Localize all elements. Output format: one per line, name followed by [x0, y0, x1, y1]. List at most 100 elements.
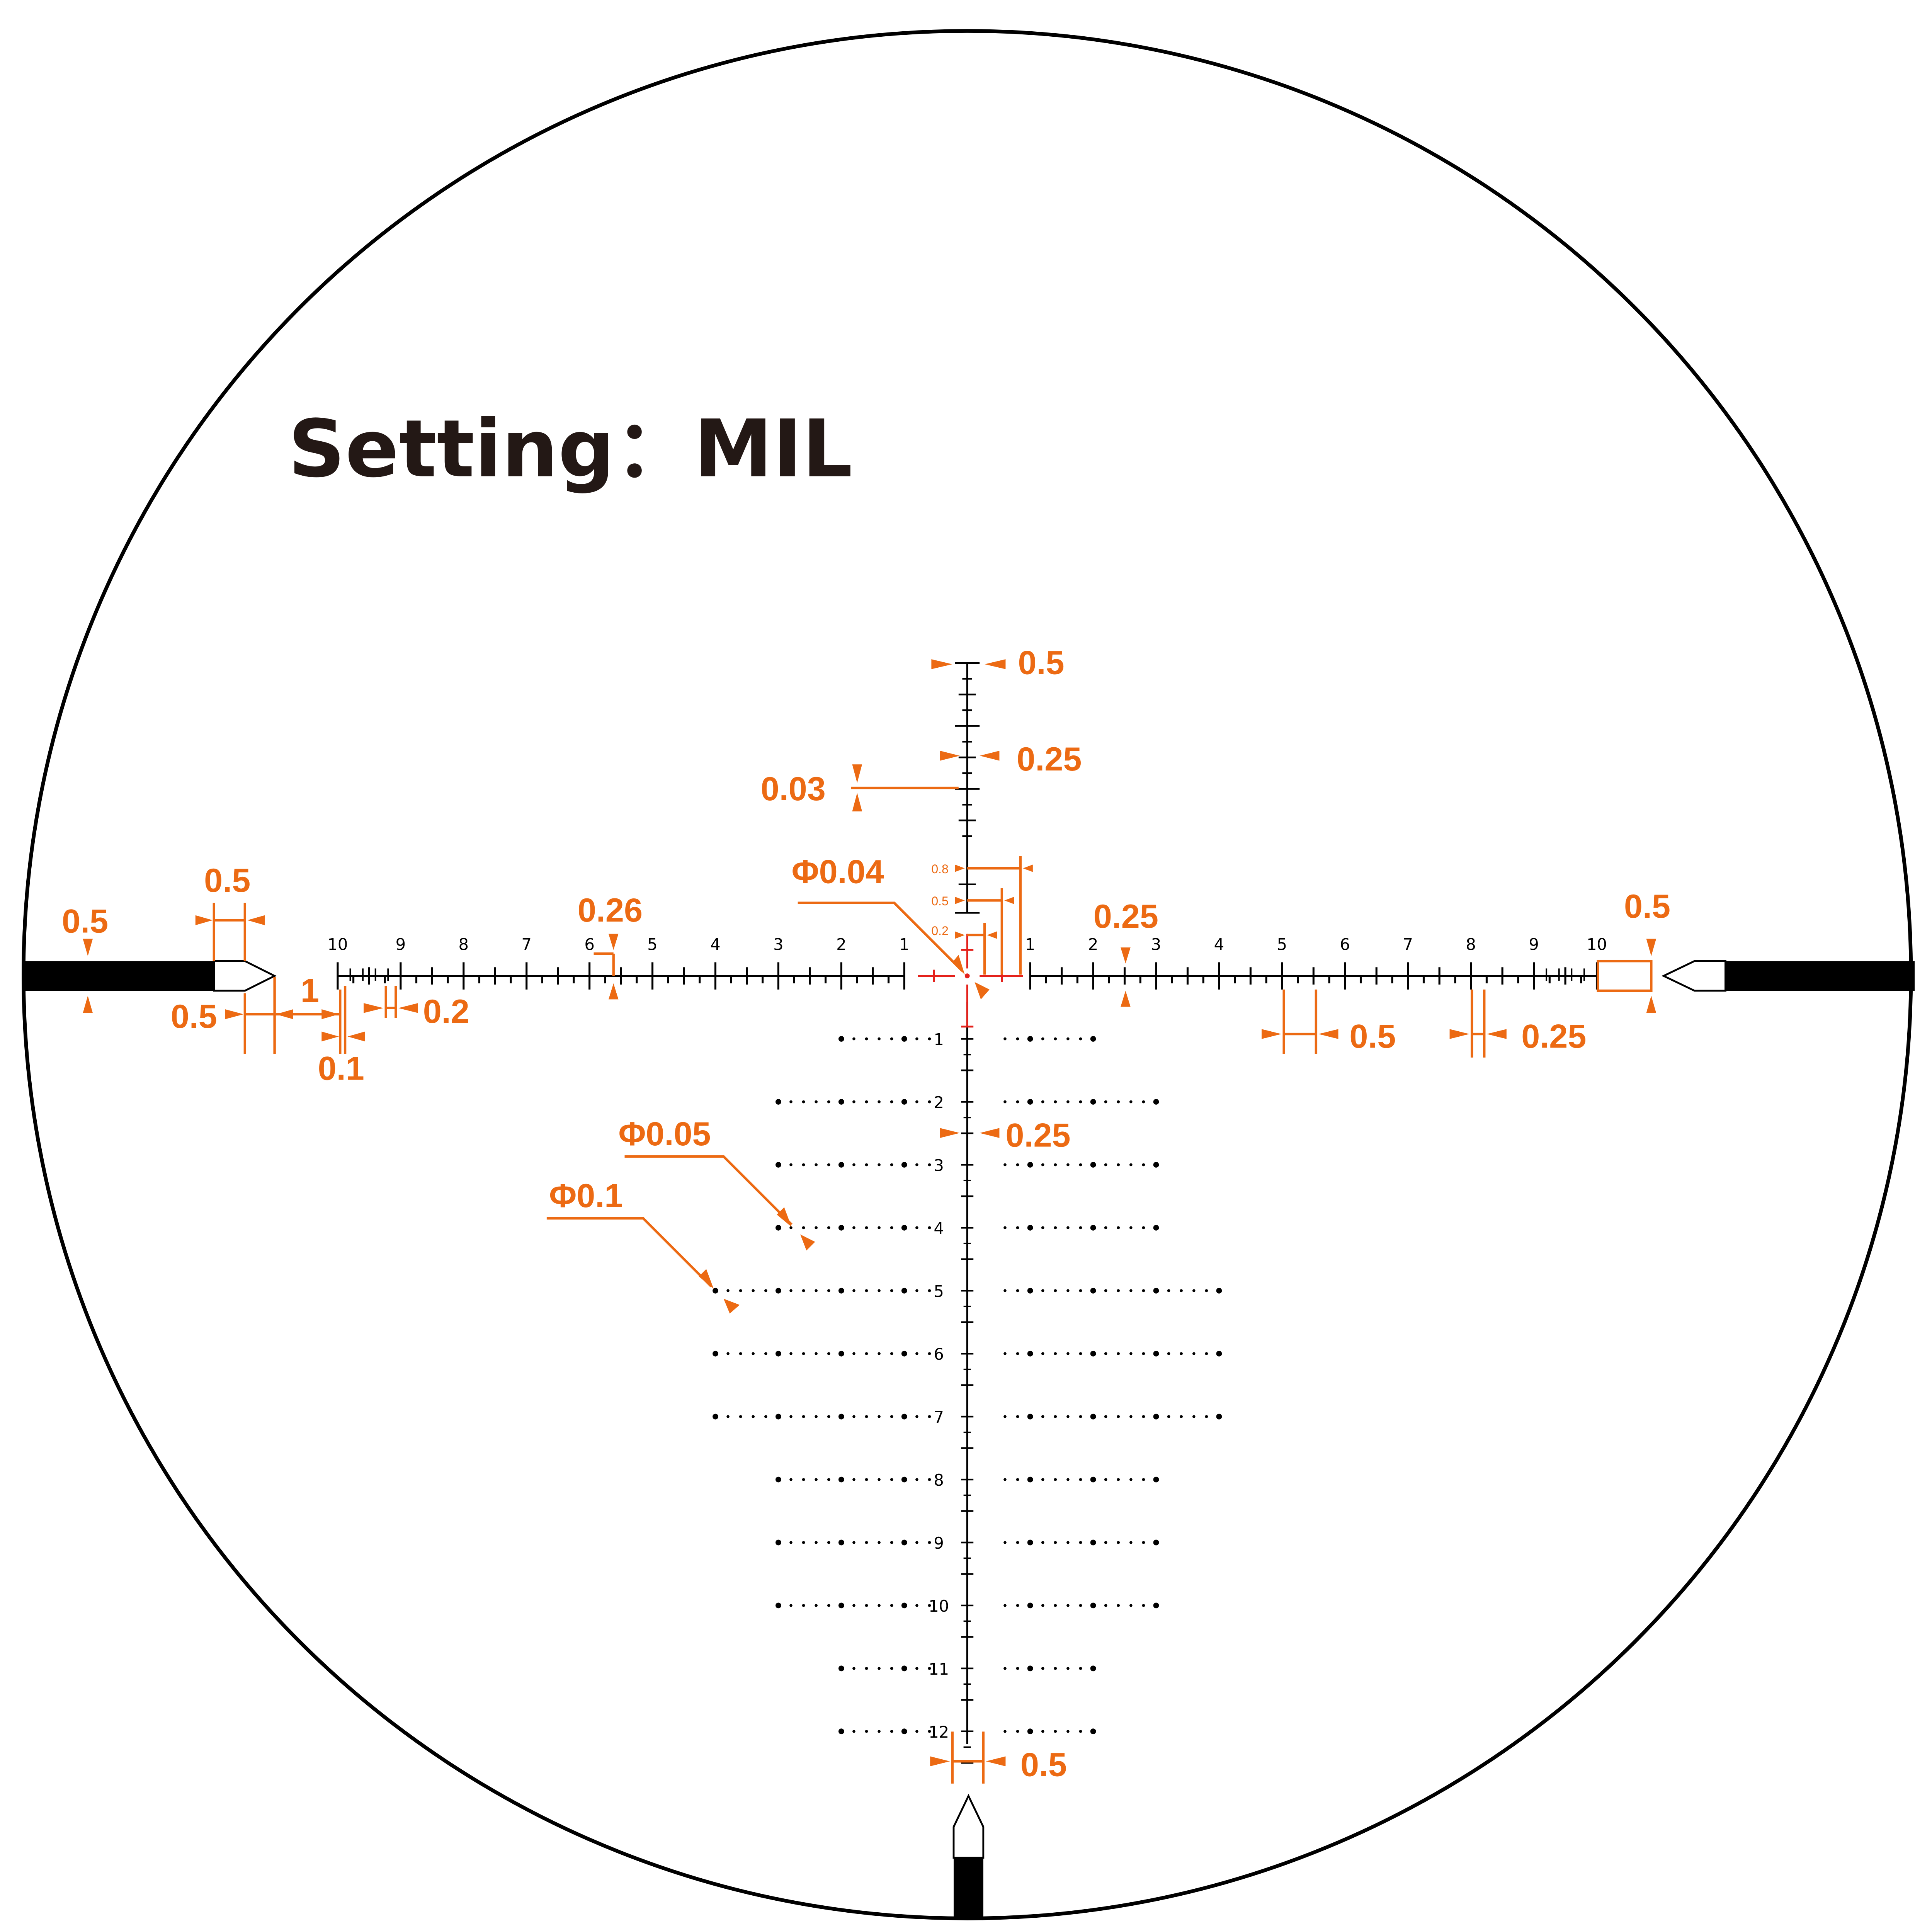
holdover-dot-small: [890, 1730, 893, 1733]
vertical-label: 12: [929, 1723, 949, 1742]
horizontal-label-right: 6: [1340, 935, 1350, 954]
holdover-dot-large: [1090, 1476, 1096, 1483]
horizontal-label-right: 7: [1403, 935, 1413, 954]
holdover-dot-small: [928, 1478, 931, 1481]
holdover-dot-small: [1117, 1226, 1120, 1230]
holdover-dot-large: [901, 1539, 907, 1546]
holdover-dot-large: [776, 1602, 781, 1609]
holdover-dot-small: [802, 1604, 805, 1607]
holdover-dot-small: [852, 1667, 855, 1670]
holdover-dot-small: [1142, 1604, 1145, 1607]
holdover-dot-small: [1117, 1289, 1120, 1293]
holdover-dot-small: [852, 1415, 855, 1418]
holdover-dot-small: [1003, 1667, 1007, 1670]
holdover-dot-small: [789, 1415, 793, 1418]
holdover-dot-small: [878, 1352, 881, 1355]
holdover-dot-small: [1054, 1478, 1057, 1481]
holdover-dot-small: [1205, 1352, 1208, 1355]
holdover-dot-small: [852, 1037, 855, 1041]
holdover-dot-large: [1027, 1413, 1033, 1420]
holdover-dot-small: [915, 1289, 918, 1293]
holdover-dot-small: [1003, 1037, 1007, 1041]
holdover-dot-small: [1016, 1604, 1019, 1607]
holdover-dot-small: [890, 1163, 893, 1167]
holdover-dot-small: [878, 1541, 881, 1544]
holdover-dot-small: [915, 1415, 918, 1418]
holdover-dot-large: [776, 1287, 781, 1294]
horizontal-label-left: 10: [327, 935, 348, 954]
holdover-dot-large: [838, 1728, 844, 1735]
holdover-dot-large: [1216, 1287, 1222, 1294]
holdover-dot-small: [1117, 1478, 1120, 1481]
holdover-dot-small: [1142, 1226, 1145, 1230]
holdover-dot-small: [1016, 1730, 1019, 1733]
holdover-dot-small: [726, 1415, 730, 1418]
horizontal-label-left: 8: [459, 935, 469, 954]
holdover-dot-small: [852, 1163, 855, 1167]
holdover-dot-small: [827, 1226, 830, 1230]
holdover-dot-small: [1003, 1352, 1007, 1355]
holdover-dot-small: [1104, 1478, 1107, 1481]
holdover-dot-large: [1027, 1350, 1033, 1357]
holdover-dot-small: [865, 1163, 868, 1167]
holdover-dot-small: [1016, 1352, 1019, 1355]
holdover-dot-small: [789, 1100, 793, 1104]
holdover-dot-small: [865, 1415, 868, 1418]
holdover-dot-small: [752, 1415, 755, 1418]
horizontal-label-right: 10: [1587, 935, 1607, 954]
holdover-dot-large: [1027, 1602, 1033, 1609]
holdover-dot-large: [838, 1162, 844, 1168]
holdover-dot-small: [1054, 1163, 1057, 1167]
annotation-small-dot: Φ0.05: [619, 1116, 711, 1153]
holdover-dot-small: [928, 1100, 931, 1104]
holdover-dot-small: [915, 1541, 918, 1544]
holdover-dot-large: [713, 1350, 718, 1357]
holdover-dot-large: [1027, 1665, 1033, 1672]
holdover-dot-small: [1066, 1730, 1070, 1733]
holdover-dot-small: [865, 1478, 868, 1481]
holdover-dot-small: [1104, 1352, 1107, 1355]
holdover-dot-small: [1129, 1289, 1133, 1293]
holdover-dot-small: [1117, 1541, 1120, 1544]
holdover-dot-small: [764, 1415, 767, 1418]
annotation-0.8: 0.8: [931, 862, 948, 876]
holdover-dot-small: [928, 1667, 931, 1670]
vertical-label: 7: [934, 1408, 944, 1427]
holdover-dot-small: [928, 1541, 931, 1544]
holdover-dot-small: [789, 1478, 793, 1481]
vertical-label: 10: [929, 1597, 949, 1616]
holdover-dot-small: [789, 1226, 793, 1230]
holdover-dot-small: [865, 1730, 868, 1733]
holdover-dot-small: [764, 1352, 767, 1355]
holdover-dot-small: [852, 1730, 855, 1733]
holdover-dot-large: [838, 1099, 844, 1105]
holdover-dot-small: [789, 1163, 793, 1167]
holdover-dot-large: [1090, 1602, 1096, 1609]
holdover-dot-small: [1054, 1037, 1057, 1041]
holdover-dot-small: [815, 1289, 818, 1293]
holdover-dot-small: [1079, 1604, 1082, 1607]
holdover-dot-small: [1041, 1604, 1044, 1607]
holdover-dot-small: [802, 1415, 805, 1418]
holdover-dot-large: [1027, 1099, 1033, 1105]
holdover-dot-small: [739, 1289, 742, 1293]
holdover-dot-small: [1066, 1037, 1070, 1041]
holdover-dot-small: [1079, 1478, 1082, 1481]
annotation-gap: 1: [301, 972, 319, 1009]
holdover-dot-small: [878, 1037, 881, 1041]
holdover-dot-large: [838, 1036, 844, 1042]
holdover-dot-large: [1153, 1350, 1159, 1357]
holdover-dot-large: [1090, 1350, 1096, 1357]
holdover-dot-small: [1104, 1226, 1107, 1230]
holdover-dot-small: [726, 1352, 730, 1355]
holdover-dot-large: [1027, 1225, 1033, 1231]
annotation-top-tick: 0.5: [1018, 645, 1064, 682]
holdover-dot-large: [1090, 1287, 1096, 1294]
holdover-dot-small: [1054, 1100, 1057, 1104]
holdover-dot-small: [1104, 1604, 1107, 1607]
holdover-dot-large: [901, 1350, 907, 1357]
holdover-dot-small: [878, 1667, 881, 1670]
holdover-dot-large: [776, 1539, 781, 1546]
holdover-dot-small: [1066, 1541, 1070, 1544]
